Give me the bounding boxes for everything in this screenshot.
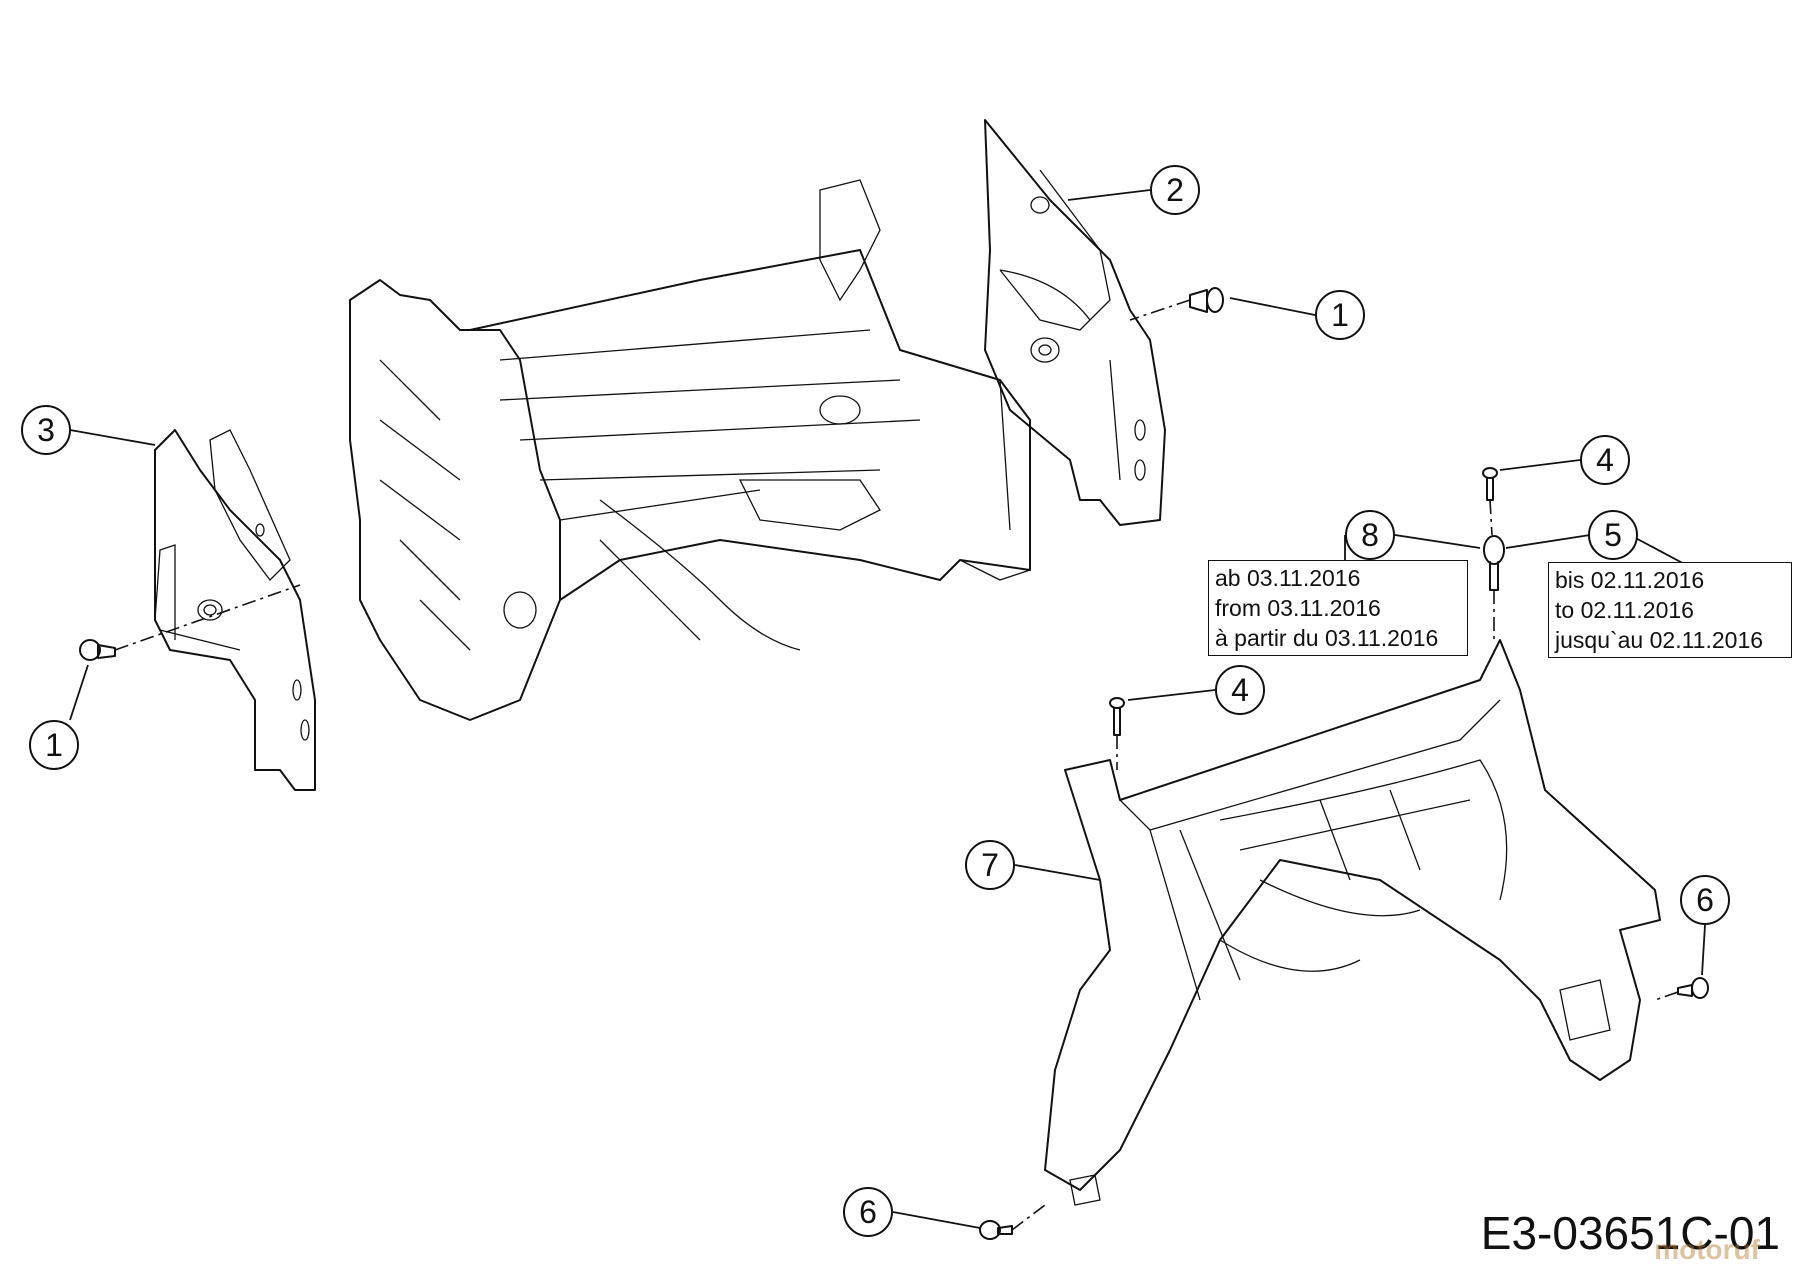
callout-7: 7 xyxy=(965,840,1015,890)
clip-5-8 xyxy=(1483,535,1505,591)
svg-text:5: 5 xyxy=(1604,517,1622,553)
note-line: to 02.11.2016 xyxy=(1555,597,1694,623)
note-line: ab 03.11.2016 xyxy=(1215,565,1361,591)
svg-text:3: 3 xyxy=(37,412,55,448)
note-line: from 03.11.2016 xyxy=(1215,595,1381,621)
screw-1-left xyxy=(79,639,116,661)
screw-6-right xyxy=(1677,977,1709,999)
part-3-left-side-plate xyxy=(154,429,316,791)
part-7-rear-deflector xyxy=(1044,639,1661,1206)
screw-4-top xyxy=(1482,467,1498,501)
callout-3: 3 xyxy=(21,405,71,455)
svg-text:6: 6 xyxy=(859,1194,877,1230)
svg-text:4: 4 xyxy=(1231,672,1249,708)
callout-5: 5 xyxy=(1588,510,1638,560)
screw-4-mid xyxy=(1109,697,1125,736)
callout-6-right: 6 xyxy=(1680,875,1730,925)
callout-leaders xyxy=(69,189,1706,1229)
watermark-logo: motoruf xyxy=(1654,1234,1760,1265)
svg-text:8: 8 xyxy=(1361,517,1379,553)
note-line: bis 02.11.2016 xyxy=(1555,567,1705,593)
screw-6-bottom xyxy=(979,1220,1013,1240)
svg-text:6: 6 xyxy=(1696,882,1714,918)
chassis-frame xyxy=(349,179,1031,721)
svg-text:7: 7 xyxy=(981,847,999,883)
note-part-5-dates: bis 02.11.2016 to 02.11.2016 jusqu`au 02… xyxy=(1548,562,1792,658)
svg-text:1: 1 xyxy=(1331,297,1349,333)
drawing-code: E3-03651C-01 xyxy=(1480,1207,1780,1259)
callout-8: 8 xyxy=(1345,510,1395,560)
note-line: jusqu`au 02.11.2016 xyxy=(1555,627,1764,653)
note-part-8-dates: ab 03.11.2016 from 03.11.2016 à partir d… xyxy=(1208,560,1468,656)
note-line: à partir du 03.11.2016 xyxy=(1215,625,1439,651)
callout-4-top: 4 xyxy=(1580,435,1630,485)
callout-2: 2 xyxy=(1150,165,1200,215)
callout-4-mid: 4 xyxy=(1215,665,1265,715)
callout-1-left: 1 xyxy=(29,720,79,770)
svg-text:1: 1 xyxy=(45,727,63,763)
svg-text:2: 2 xyxy=(1166,172,1184,208)
part-2-right-side-plate xyxy=(984,119,1166,526)
svg-text:4: 4 xyxy=(1596,442,1614,478)
callout-6-bottom: 6 xyxy=(843,1187,893,1237)
callout-1-right: 1 xyxy=(1315,290,1365,340)
assembly-lines xyxy=(114,299,1679,1231)
screw-1-right xyxy=(1189,287,1224,313)
